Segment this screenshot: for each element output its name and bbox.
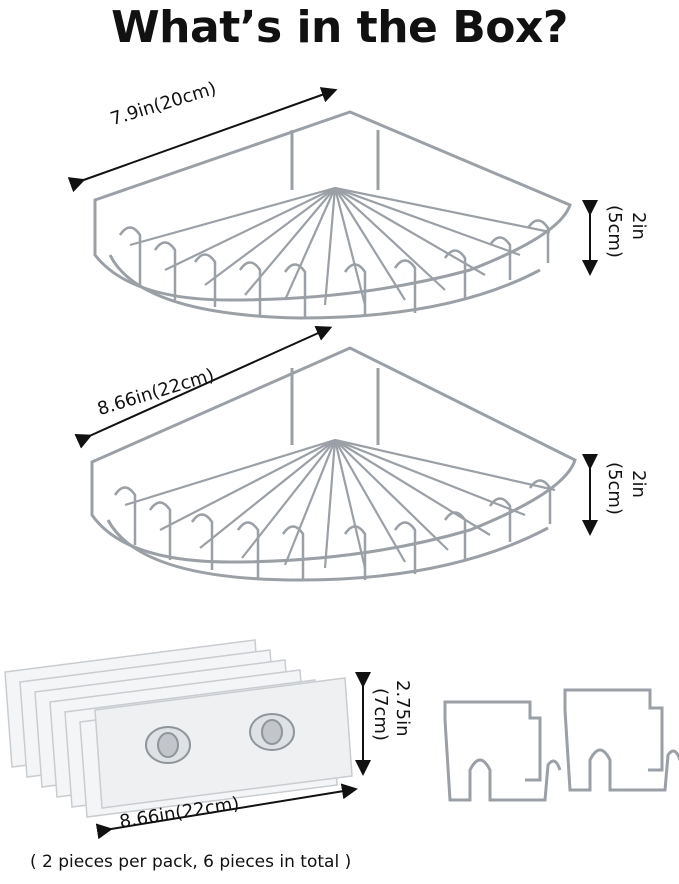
corner-basket-small — [93, 110, 572, 320]
basket-small-height-in: 2in — [628, 212, 649, 240]
adhesive-height-cm: (7cm) — [370, 688, 391, 741]
adhesive-height-in: 2.75in — [392, 680, 413, 737]
hooks — [443, 688, 679, 802]
pack-caption: ( 2 pieces per pack, 6 pieces in total ) — [30, 852, 352, 872]
suction-knobs — [145, 713, 295, 764]
basket-large-height-in: 2in — [628, 470, 649, 498]
basket-large-height-cm: (5cm) — [604, 462, 625, 515]
corner-basket-large — [90, 346, 577, 582]
page-title: What’s in the Box? — [111, 2, 568, 53]
basket-small-height-cm: (5cm) — [604, 205, 625, 258]
